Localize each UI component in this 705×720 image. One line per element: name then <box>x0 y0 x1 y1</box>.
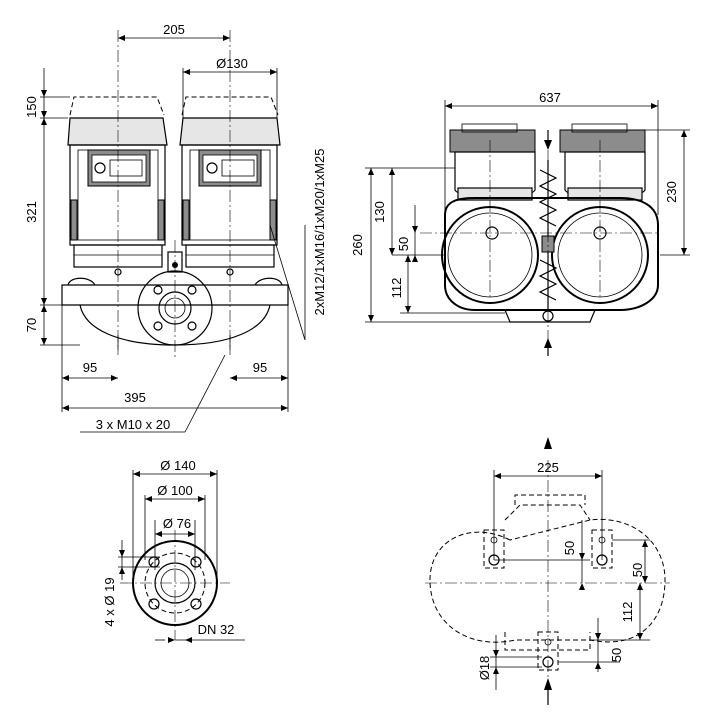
dim-foot-height: 112 <box>620 602 635 623</box>
dim-left-offset: 95 <box>83 360 97 375</box>
dim-flange-inner: Ø 76 <box>163 516 191 531</box>
dim-foot-offset-c: 50 <box>609 648 624 662</box>
dim-bolt-circle: Ø 100 <box>157 483 192 498</box>
cable-glands-label: 2xM12/1xM16/1xM20/1xM25 <box>312 149 327 316</box>
cooling-clearance-left <box>69 96 165 116</box>
cooling-clearance-right <box>181 96 279 116</box>
foot-view: 225 50 50 112 50 Ø18 <box>425 437 670 705</box>
motor-head-left <box>449 129 536 153</box>
dim-bolt-holes: 4 x Ø 19 <box>102 577 117 626</box>
dim-foot-hole: Ø18 <box>477 656 492 681</box>
dim-motor-diameter: Ø130 <box>216 56 248 71</box>
side-view: 637 230 260 130 50 112 <box>350 90 690 356</box>
control-knob-left-icon <box>94 162 106 174</box>
pump-body-side <box>444 197 659 311</box>
control-knob-right-icon <box>206 162 218 174</box>
front-view: 205 Ø130 150 321 70 95 95 395 2xM12/1xM1… <box>24 22 327 433</box>
dim-foot-offset-b: 50 <box>630 563 645 577</box>
dim-foot-spacing: 225 <box>537 460 559 475</box>
dim-flange-outer: Ø 140 <box>160 458 195 473</box>
dim-base-height: 70 <box>24 318 39 332</box>
foot-outline-dashed <box>429 518 666 643</box>
dim-motor-height: 321 <box>24 201 39 223</box>
flow-arrow-bottom-foot-icon <box>544 678 552 690</box>
dim-total-width: 637 <box>539 90 561 105</box>
dim-height-260: 260 <box>350 234 365 256</box>
dim-motor-spacing: 205 <box>163 22 185 37</box>
dim-height-130: 130 <box>372 201 387 223</box>
dim-total-length: 395 <box>124 390 146 405</box>
dim-height-230: 230 <box>664 181 679 203</box>
dim-offset-50: 50 <box>396 237 411 251</box>
flow-arrow-top-icon <box>544 140 552 150</box>
dim-foot-offset-a: 50 <box>562 541 577 555</box>
dim-cooling-clearance: 150 <box>24 96 39 118</box>
dim-height-112: 112 <box>389 278 404 299</box>
nominal-size-label: DN 32 <box>198 622 235 637</box>
screws-label: 3 x M10 x 20 <box>96 417 170 432</box>
motor-head-right <box>559 129 646 153</box>
bolt-hole-icon <box>148 556 160 568</box>
flange-view: Ø 140 Ø 100 Ø 76 4 x Ø 19 DN 32 <box>102 458 245 643</box>
flow-arrow-top-foot-icon <box>544 437 552 449</box>
flow-arrow-bottom-icon <box>544 338 552 348</box>
dim-right-offset: 95 <box>253 360 267 375</box>
motor-cap-left <box>67 117 168 146</box>
